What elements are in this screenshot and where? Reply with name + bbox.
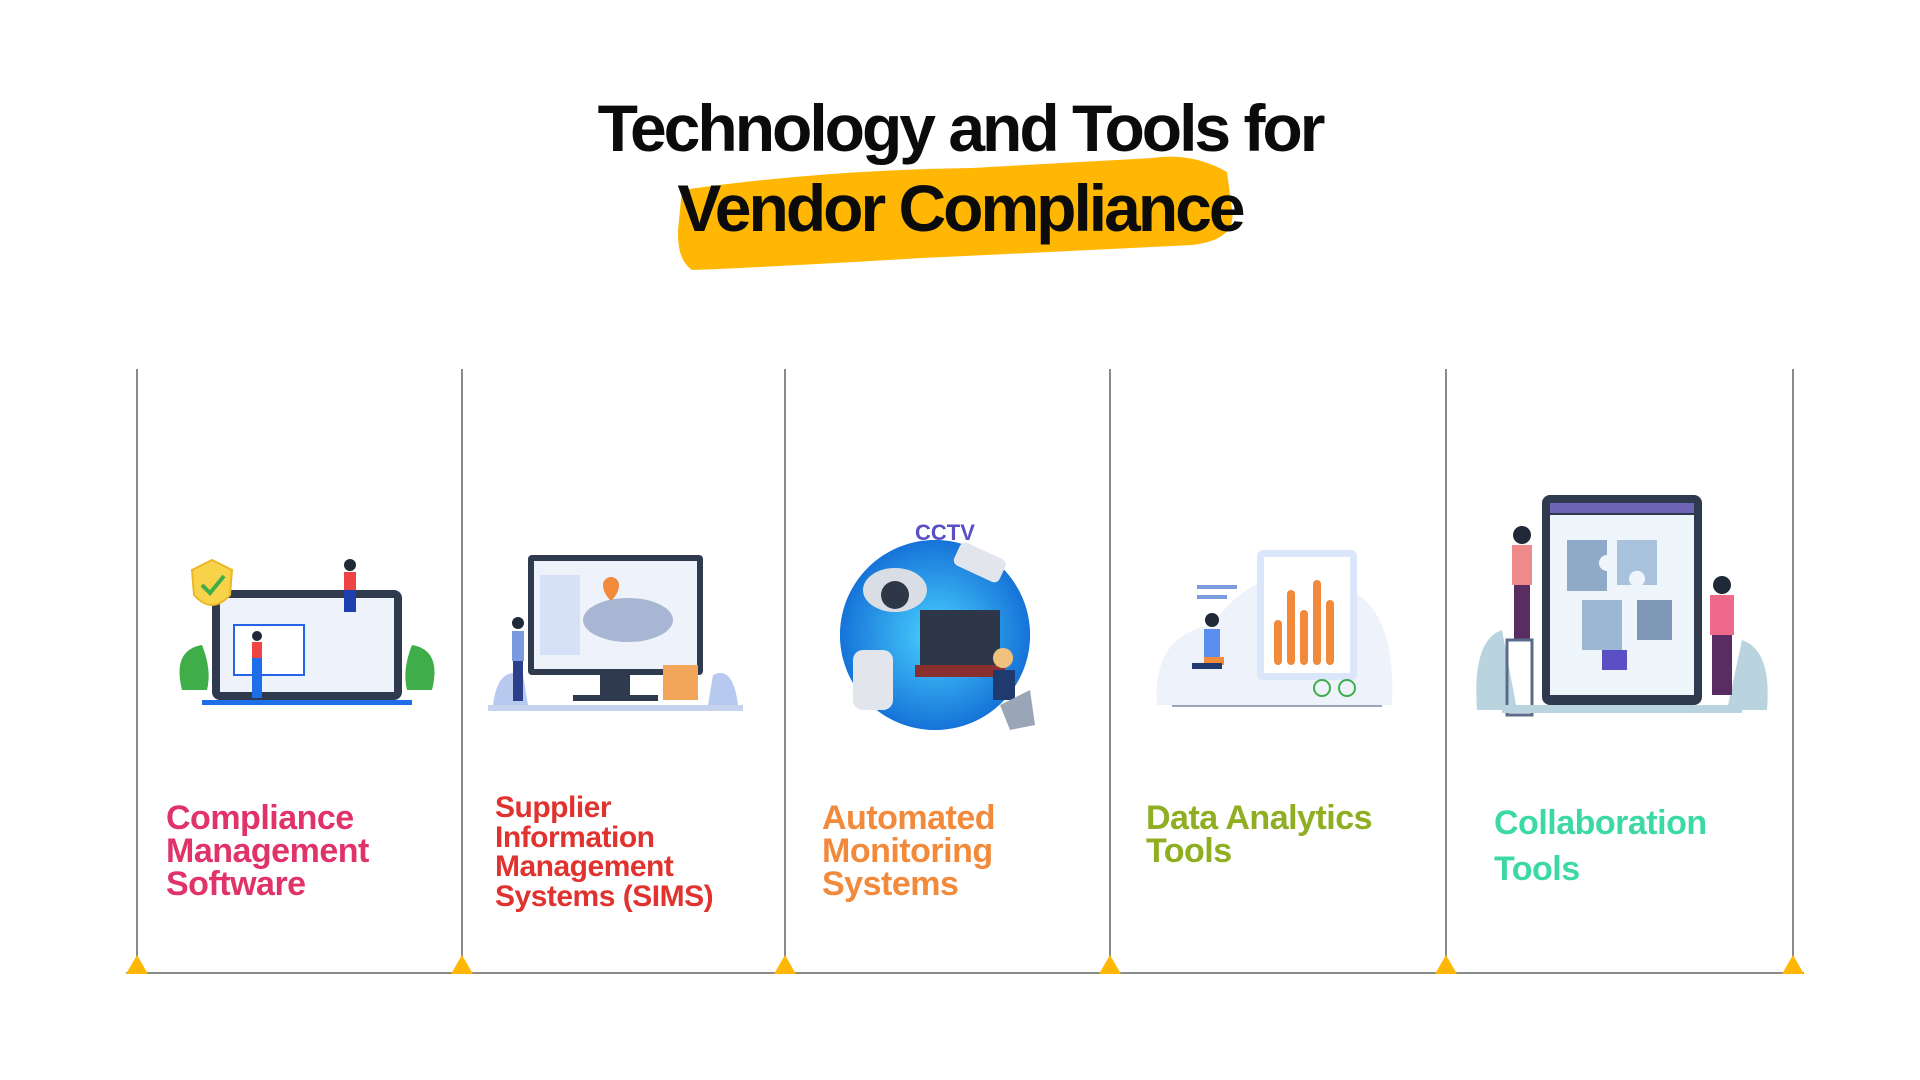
timeline-marker-icon [1435, 955, 1457, 974]
divider-line [1792, 369, 1794, 973]
label-collaboration-tools: Collaboration Tools [1494, 800, 1707, 892]
label-line: Tools [1494, 850, 1580, 888]
label-line: Collaboration [1494, 804, 1707, 842]
label-data-analytics-tools: Data Analytics Tools [1146, 799, 1373, 870]
label-line: Systems (SIMS) [495, 879, 714, 913]
timeline-marker-icon [1782, 955, 1804, 974]
divider-line [1445, 369, 1447, 973]
label-line: Compliance [166, 799, 354, 837]
label-automated-monitoring-systems: Automated Monitoring Systems [822, 799, 996, 903]
divider-line [784, 369, 786, 973]
label-line: Tools [1146, 832, 1232, 870]
label-line: Management [495, 850, 674, 883]
divider-line [136, 369, 138, 973]
label-line: Automated [822, 799, 996, 837]
timeline-marker-icon [451, 955, 473, 974]
timeline-marker-icon [126, 955, 148, 974]
yellow-brush-highlight [677, 156, 1233, 270]
analytics-chart-illustration [1156, 550, 1393, 707]
timeline-marker-icon [774, 955, 796, 974]
label-line: Data Analytics [1146, 799, 1373, 837]
label-line: Systems [822, 865, 959, 903]
page-title-line2: Vendor Compliance [0, 168, 1920, 248]
label-line: Information [495, 820, 655, 854]
divider-line [461, 369, 463, 973]
timeline-axis [126, 972, 1804, 974]
label-line: Monitoring [822, 832, 993, 870]
cctv-monitoring-illustration: CCTV [840, 520, 1035, 730]
page-title-highlight: Vendor Compliance [677, 171, 1245, 245]
supplier-map-monitor-illustration [488, 555, 743, 711]
divider-line [1109, 369, 1111, 973]
timeline-marker-icon [1099, 955, 1121, 974]
label-compliance-management-software: Compliance Management Software [166, 799, 369, 903]
page-title-line1: Technology and Tools for [597, 91, 1326, 165]
label-line: Supplier [495, 791, 612, 824]
label-line: Software [166, 865, 306, 903]
collaboration-puzzle-illustration [1476, 495, 1768, 717]
label-line: Management [166, 832, 369, 870]
compliance-laptop-illustration [179, 558, 435, 705]
label-supplier-information-management-systems: Supplier Information Management Systems … [495, 791, 714, 913]
